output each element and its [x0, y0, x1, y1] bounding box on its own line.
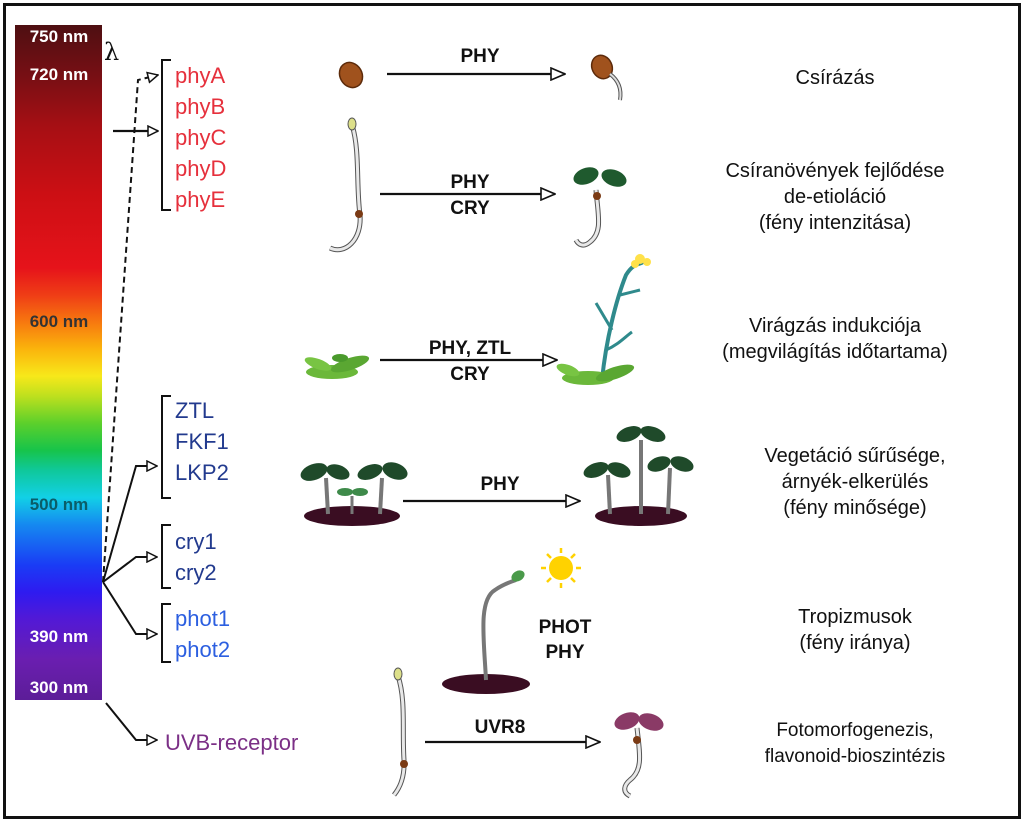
ztl-receptor-list: ZTL FKF1 LKP2 — [175, 395, 229, 488]
bracket-phototropins — [161, 603, 171, 663]
response-germination: Csírázás — [700, 65, 970, 91]
bracket-ztl-group — [161, 395, 171, 499]
wavelength-label-750: 750 nm — [29, 27, 89, 46]
etiolated-seedling-illustration — [328, 117, 363, 253]
receptor-phot2: phot2 — [175, 637, 231, 662]
germinating-seed-illustration — [590, 54, 623, 101]
receptor-FKF1: FKF1 — [175, 429, 229, 454]
response-uv: Fotomorfogenezis, flavonoid-bioszintézis — [705, 718, 1005, 770]
response-deetiolation-line-3: (fény intenzitása) — [758, 212, 912, 234]
receptor-phyB: phyB — [175, 94, 226, 119]
wavelength-label-600: 600 nm — [29, 312, 89, 331]
flowering-label-top: PHY, ZTL — [428, 338, 512, 359]
green-seedling-illustration — [573, 167, 627, 248]
blue-to-ztl-line — [102, 466, 157, 583]
response-flowering: Virágzás indukciója (megvilágítás időtar… — [680, 313, 990, 365]
far-red-dashed-line — [102, 75, 158, 583]
wavelength-label-390: 390 nm — [29, 627, 89, 646]
response-shade: Vegetáció sűrűsége, árnyék-elkerülés (fé… — [705, 443, 1005, 521]
receptor-phot1: phot1 — [175, 606, 231, 631]
shade-arrow-label: PHY — [480, 474, 520, 495]
receptor-LKP2: LKP2 — [175, 460, 229, 485]
response-uv-line-1: Fotomorfogenezis, — [776, 720, 934, 741]
germination-arrow-label: PHY — [460, 46, 500, 67]
receptor-ZTL: ZTL — [175, 398, 215, 423]
wavelength-label-300: 300 nm — [29, 678, 89, 697]
light-spectrum-bar — [15, 25, 102, 700]
elongated-seedlings-illustration — [583, 426, 694, 526]
receptor-phyD: phyD — [175, 156, 227, 181]
tropism-label-bottom: PHY — [545, 642, 585, 663]
etiolated-seedling-uv-illustration — [392, 667, 408, 797]
response-tropism: Tropizmusok (fény iránya) — [705, 604, 1005, 656]
receptor-phyC: phyC — [175, 125, 227, 150]
response-shade-line-1: Vegetáció sűrűsége, — [764, 445, 946, 467]
bracket-cryptochromes — [161, 524, 171, 589]
cryptochrome-list: cry1 cry2 — [175, 526, 217, 588]
receptor-phyA: phyA — [175, 63, 226, 88]
response-germination-line-1: Csírázás — [795, 67, 875, 89]
seedlings-on-soil-illustration — [300, 462, 408, 526]
wavelength-label-500: 500 nm — [29, 495, 89, 514]
deetiolation-label-top: PHY — [450, 172, 490, 193]
response-shade-line-2: árnyék-elkerülés — [781, 471, 929, 493]
uvb-receptor-label: UVB-receptor — [165, 730, 299, 755]
receptor-cry2: cry2 — [175, 560, 217, 585]
response-shade-line-3: (fény minősége) — [783, 497, 927, 519]
deetiolation-label-bottom: CRY — [450, 198, 490, 219]
wavelength-label-720: 720 nm — [29, 65, 89, 84]
blue-to-cry-line — [102, 557, 157, 583]
lambda-symbol: λ — [104, 38, 120, 66]
response-uv-line-2: flavonoid-bioszintézis — [764, 746, 946, 767]
sun-icon — [541, 548, 581, 588]
response-flowering-line-2: (megvilágítás időtartama) — [722, 341, 948, 363]
uv-arrow-label: UVR8 — [474, 717, 526, 738]
response-tropism-line-1: Tropizmusok — [798, 606, 912, 628]
tropism-label-top: PHOT — [538, 617, 592, 638]
phototropic-seedling-illustration — [442, 570, 530, 694]
response-deetiolation: Csíranövények fejlődése de-etioláció (fé… — [700, 158, 970, 236]
blue-to-phot-line — [102, 581, 157, 634]
phytochrome-list: phyA phyB phyC phyD phyE — [175, 60, 226, 215]
purple-seedling-illustration — [614, 712, 664, 799]
phototropin-list: phot1 phot2 — [175, 603, 230, 665]
seed-illustration — [338, 61, 364, 89]
response-tropism-line-2: (fény iránya) — [799, 632, 911, 654]
flowering-plant-illustration — [556, 254, 651, 385]
rosette-plant-illustration — [304, 354, 370, 379]
response-deetiolation-line-1: Csíranövények fejlődése — [725, 160, 945, 182]
bracket-phytochromes — [161, 59, 171, 211]
flowering-label-bottom: CRY — [450, 364, 490, 385]
uv-to-uvb-line — [105, 702, 157, 740]
response-deetiolation-line-2: de-etioláció — [783, 186, 887, 208]
receptor-cry1: cry1 — [175, 529, 217, 554]
response-flowering-line-1: Virágzás indukciója — [749, 315, 921, 337]
receptor-phyE: phyE — [175, 187, 226, 212]
